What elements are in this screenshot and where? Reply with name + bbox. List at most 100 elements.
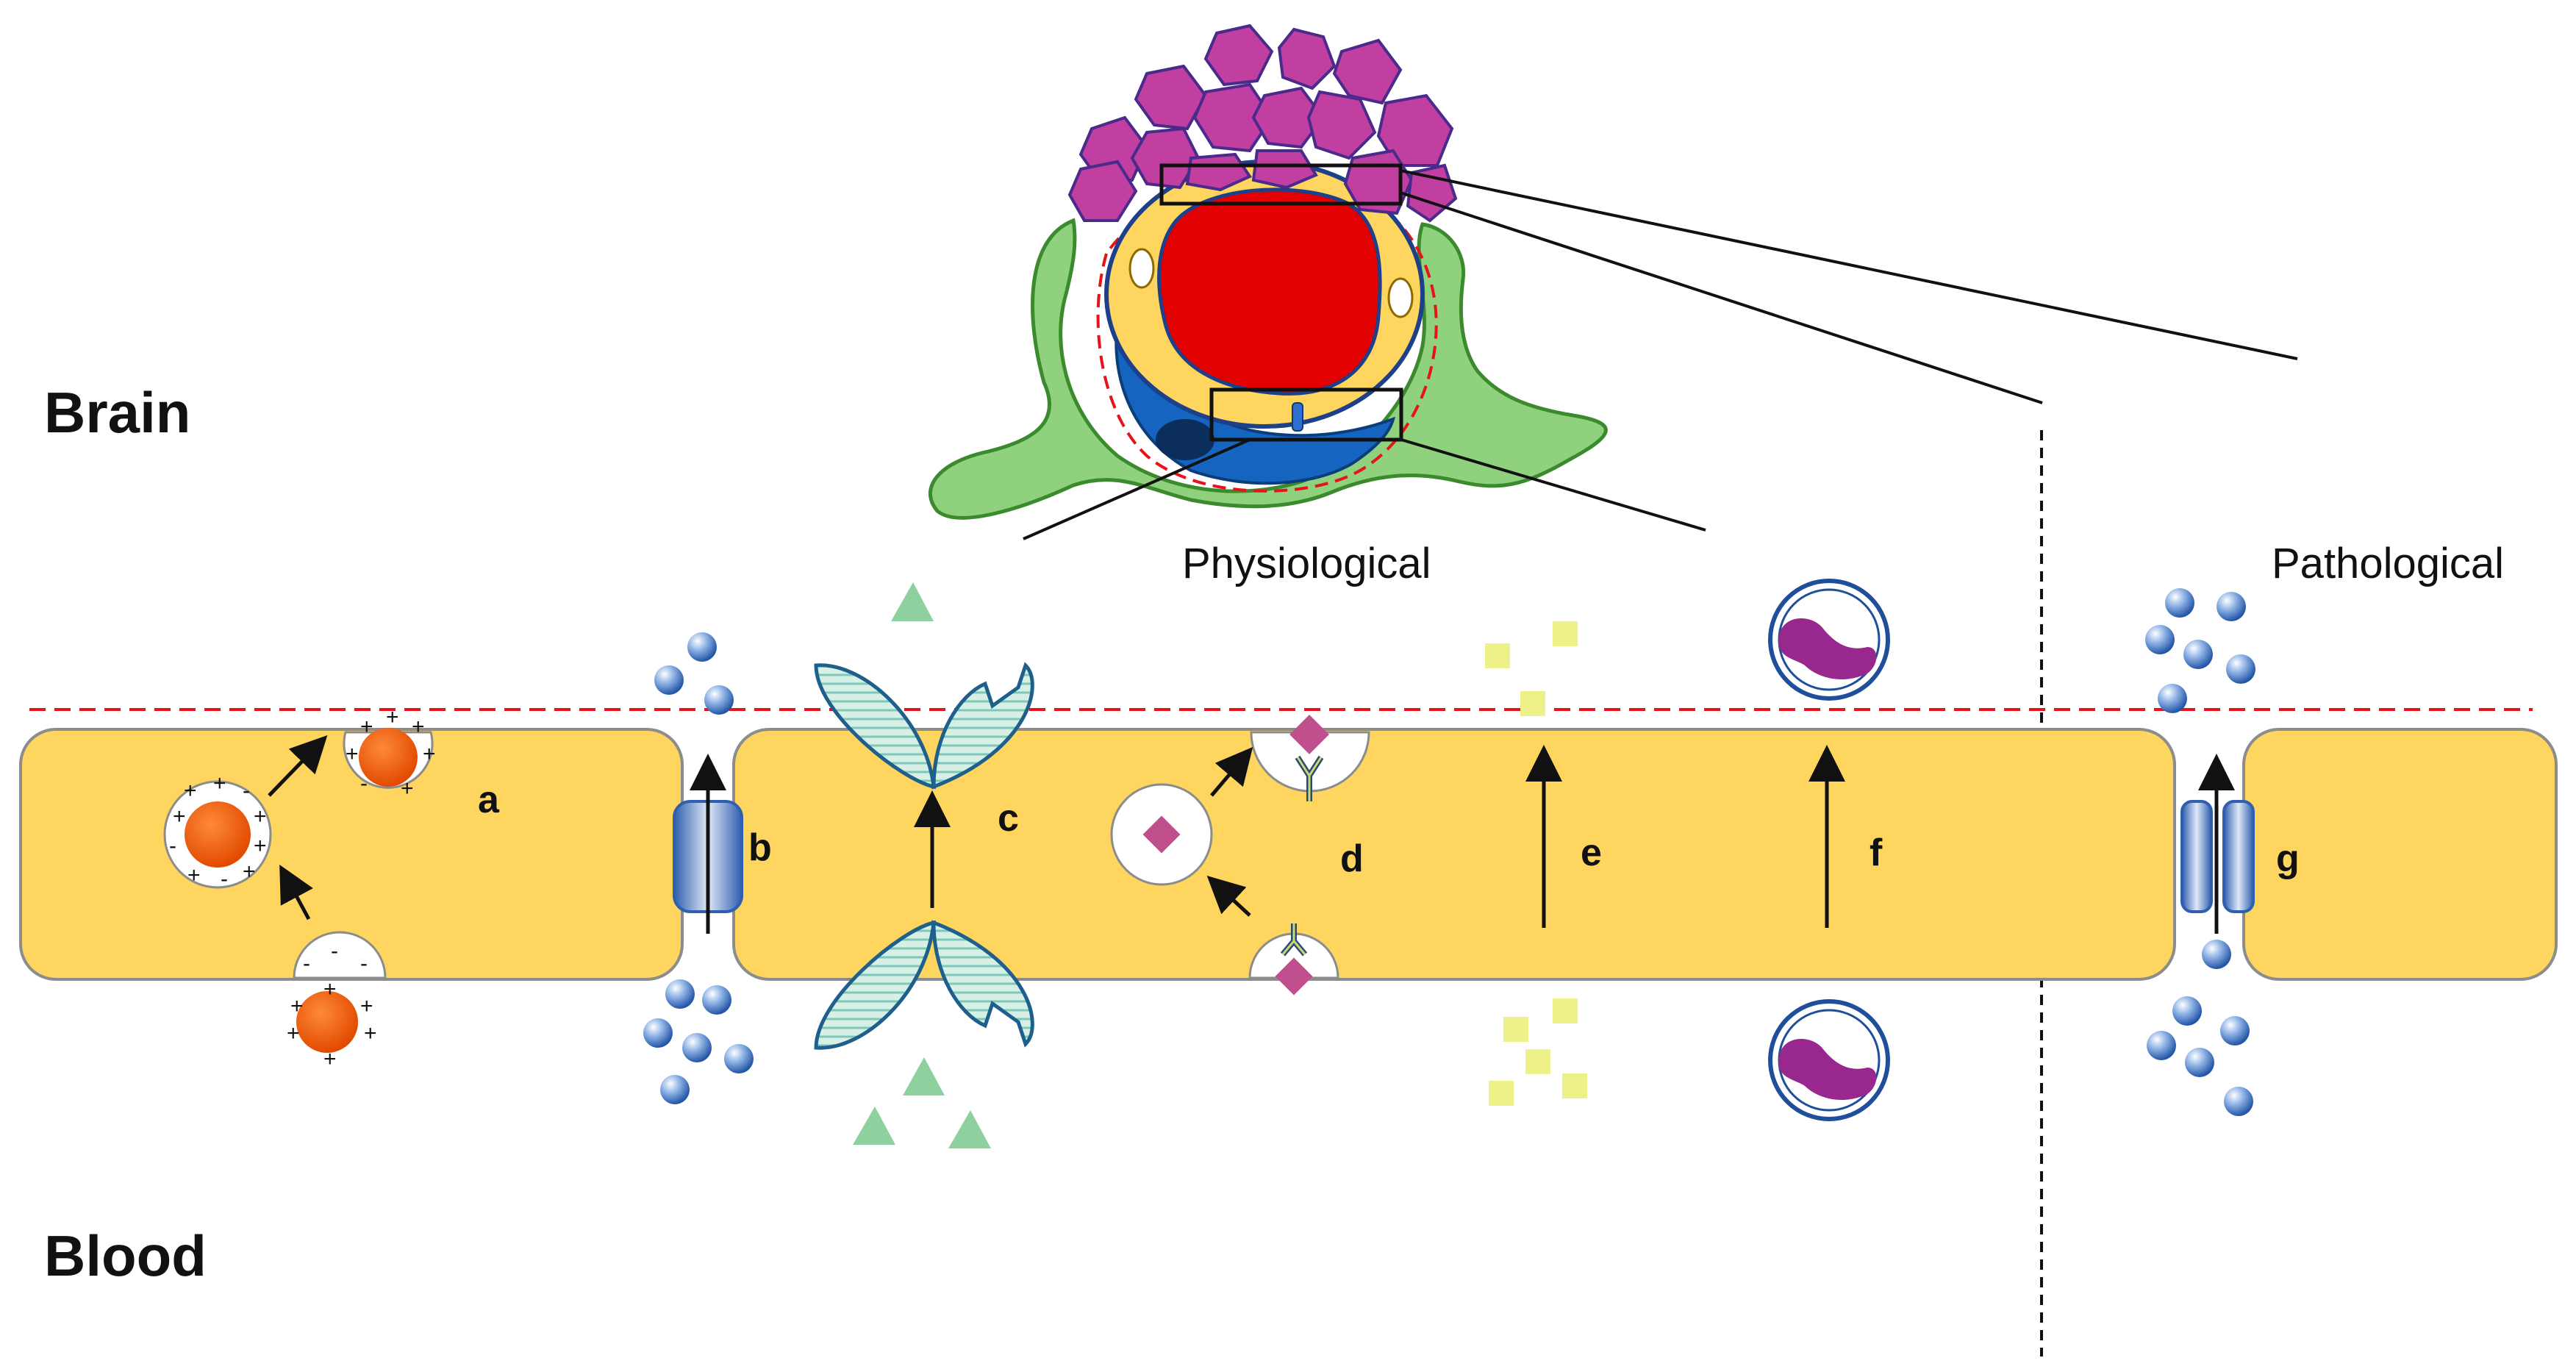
lipophilic-molecule bbox=[1562, 1073, 1587, 1098]
neuron bbox=[1277, 27, 1337, 90]
small-molecule bbox=[687, 632, 717, 662]
basement-membrane bbox=[1096, 176, 1438, 493]
svg-text:-: - bbox=[331, 939, 338, 963]
arrow bbox=[1210, 746, 1253, 797]
lipophilic-molecule bbox=[1553, 621, 1578, 646]
neuron bbox=[1376, 93, 1454, 167]
svg-text:+: + bbox=[254, 834, 267, 858]
small-molecule bbox=[682, 1033, 712, 1062]
small-molecule bbox=[2172, 996, 2202, 1026]
vessel-lumen bbox=[1157, 187, 1382, 396]
substrate-triangle bbox=[891, 582, 934, 621]
endothelial-nucleus-left bbox=[1128, 248, 1155, 289]
svg-text:+: + bbox=[323, 1047, 337, 1071]
small-molecule bbox=[724, 1044, 754, 1073]
physiological-label: Physiological bbox=[1182, 540, 1431, 587]
nanoparticle bbox=[359, 728, 418, 787]
zoom-box-bottom bbox=[1209, 387, 1403, 442]
pathway-label-d: d bbox=[1340, 837, 1364, 880]
small-molecule bbox=[2226, 654, 2255, 684]
disrupted-junction bbox=[2180, 800, 2213, 913]
neuron bbox=[1067, 160, 1138, 222]
arrow bbox=[1206, 876, 1251, 917]
small-molecule bbox=[2220, 1016, 2250, 1045]
small-molecule bbox=[2185, 1048, 2214, 1077]
substrate-triangle bbox=[903, 1057, 945, 1095]
disrupted-junction bbox=[2222, 800, 2255, 913]
neuron bbox=[1251, 149, 1318, 190]
svg-text:+: + bbox=[213, 771, 226, 796]
svg-text:+: + bbox=[360, 715, 373, 739]
zoom-line bbox=[1023, 438, 1251, 540]
carrier-protein-top bbox=[931, 662, 1034, 790]
membrane-invagination bbox=[293, 931, 387, 979]
small-molecule bbox=[2147, 1031, 2176, 1060]
pathway-label-c: c bbox=[998, 797, 1019, 840]
receptor bbox=[1281, 923, 1306, 955]
zoom-line bbox=[1400, 438, 1706, 532]
svg-text:+: + bbox=[290, 994, 304, 1018]
pathway-f bbox=[1768, 579, 1890, 1121]
svg-text:+: + bbox=[401, 776, 414, 801]
pathway-label-b: b bbox=[748, 826, 772, 869]
svg-text:+: + bbox=[254, 804, 267, 829]
zoom-line bbox=[1400, 191, 2043, 404]
ligand-diamond bbox=[1275, 957, 1313, 996]
svg-text:+: + bbox=[184, 779, 197, 803]
carrier-protein-bottom bbox=[931, 920, 1034, 1048]
svg-text:-: - bbox=[221, 867, 228, 891]
neuron bbox=[1134, 64, 1208, 131]
neuron bbox=[1251, 86, 1325, 149]
small-molecule bbox=[702, 985, 731, 1015]
svg-text:+: + bbox=[423, 742, 436, 766]
small-molecule bbox=[2224, 1087, 2253, 1116]
svg-text:-: - bbox=[360, 951, 368, 976]
substrate-triangle bbox=[853, 1107, 895, 1145]
svg-text:-: - bbox=[360, 771, 368, 796]
neuron bbox=[1185, 152, 1252, 192]
lipophilic-molecule bbox=[1520, 691, 1545, 716]
astrocyte bbox=[929, 218, 1608, 520]
substrate-triangle bbox=[948, 1110, 991, 1148]
small-molecule bbox=[654, 665, 684, 695]
lipophilic-molecule bbox=[1525, 1049, 1550, 1074]
small-molecule bbox=[2183, 640, 2213, 669]
svg-text:+: + bbox=[360, 994, 373, 1018]
leukocyte-nucleus bbox=[1778, 1039, 1877, 1101]
pathway-a: +++ ++-+ ++-+ +-++-+ --- ++++++ bbox=[163, 705, 436, 1071]
small-molecule bbox=[2145, 625, 2175, 654]
neuron bbox=[1130, 126, 1201, 190]
brain-label: Brain bbox=[44, 380, 190, 445]
small-molecule bbox=[2202, 940, 2231, 969]
nanoparticle bbox=[185, 801, 251, 868]
neuron-cluster bbox=[1067, 24, 1458, 223]
svg-text:+: + bbox=[243, 859, 256, 884]
membrane-invagination bbox=[1250, 731, 1370, 793]
small-molecule bbox=[665, 979, 695, 1009]
svg-text:+: + bbox=[412, 715, 425, 739]
svg-text:-: - bbox=[303, 951, 310, 976]
ligand-diamond bbox=[1142, 815, 1181, 854]
leukocyte-nucleus bbox=[1778, 618, 1877, 680]
pathway-label-g: g bbox=[2276, 837, 2300, 880]
pathway-g bbox=[2145, 588, 2255, 1116]
small-molecule bbox=[2217, 592, 2246, 621]
lipophilic-molecule bbox=[1503, 1017, 1528, 1042]
svg-text:+: + bbox=[323, 977, 337, 1001]
arrow bbox=[268, 735, 328, 797]
lipophilic-molecule bbox=[1489, 1081, 1514, 1106]
lipophilic-molecule bbox=[1485, 643, 1510, 668]
small-molecule bbox=[2158, 684, 2187, 713]
svg-text:+: + bbox=[187, 863, 201, 887]
pathway-label-a: a bbox=[478, 779, 500, 821]
svg-text:-: - bbox=[169, 834, 176, 858]
tight-junction-marker bbox=[1292, 402, 1303, 432]
zoom-box-top bbox=[1159, 163, 1403, 206]
arrow bbox=[279, 864, 313, 921]
neuron bbox=[1332, 38, 1403, 105]
receptor bbox=[1296, 757, 1323, 801]
blood-label: Blood bbox=[44, 1223, 207, 1288]
charge-signs: +++ ++-+ ++-+ +-++-+ --- ++++++ bbox=[169, 705, 436, 1071]
svg-text:+: + bbox=[173, 804, 186, 829]
